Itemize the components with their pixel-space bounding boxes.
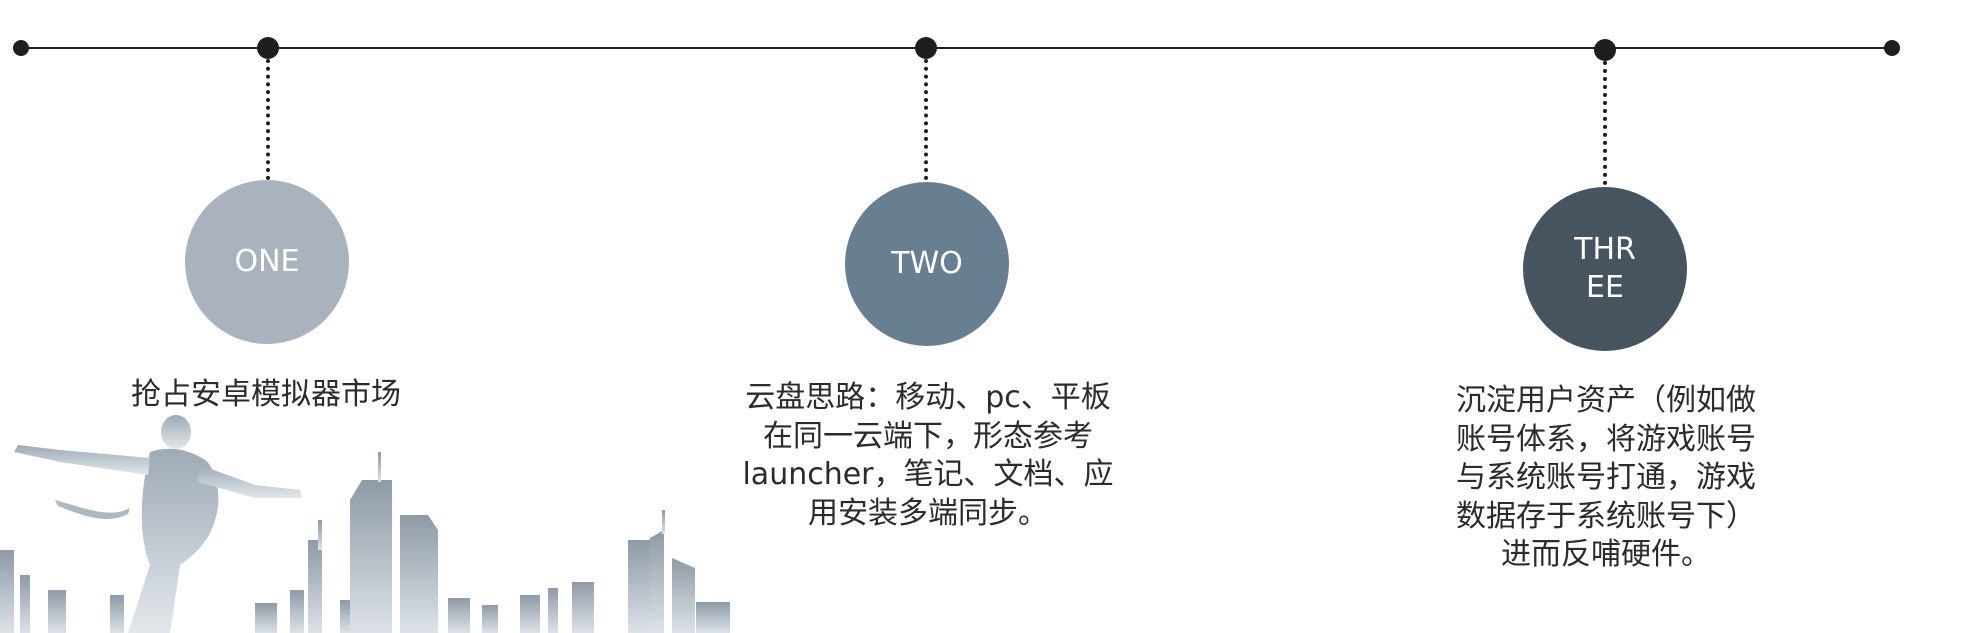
step-circle-two: TWO [845, 182, 1009, 346]
step-description-three: 沉淀用户资产（例如做 账号体系，将游戏账号 与系统账号打通，游戏 数据存于系统账… [1456, 383, 1756, 572]
step-label-two: TWO [891, 246, 963, 281]
skyline-icon [0, 452, 730, 633]
timeline-start-dot [13, 40, 29, 56]
connector-three [1603, 61, 1607, 185]
milestone-dot-one [257, 37, 279, 59]
milestone-dot-two [915, 37, 937, 59]
connector-one [266, 59, 270, 180]
timeline-end-dot [1884, 40, 1900, 56]
timeline-axis [20, 47, 1892, 49]
connector-two [924, 59, 928, 180]
step-label-one: ONE [234, 244, 300, 279]
step-description-two: 云盘思路：移动、pc、平板 在同一云端下，形态参考 launcher，笔记、文档… [742, 380, 1114, 531]
city-runner-silhouette [0, 415, 730, 633]
step-label-three: THR EE [1574, 232, 1636, 305]
milestone-dot-three [1594, 39, 1616, 61]
step-circle-one: ONE [185, 180, 349, 344]
step-circle-three: THR EE [1523, 187, 1687, 351]
step-description-one: 抢占安卓模拟器市场 [131, 377, 401, 412]
runner-figure-icon [14, 415, 302, 633]
